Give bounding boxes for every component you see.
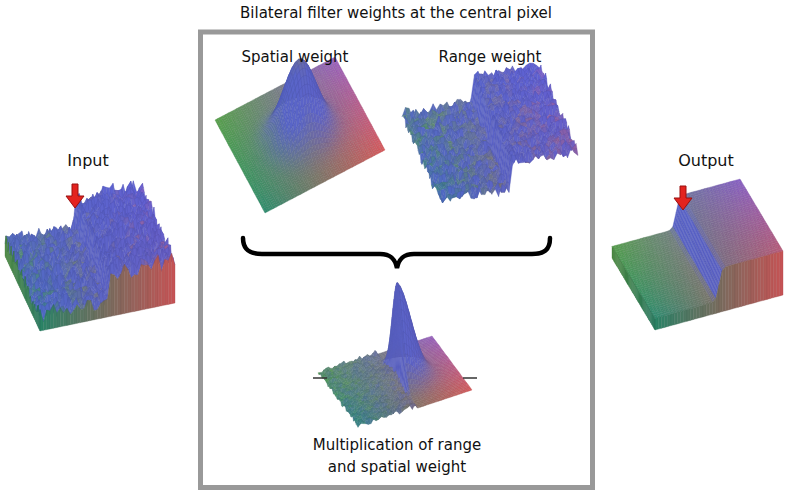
surface-facet [87,300,90,321]
surface-facet [111,274,114,317]
surface-facet [124,265,127,314]
surface-facet [168,254,171,305]
surface-facet [141,265,144,310]
surface-facet [114,275,117,316]
surface-facet [145,265,148,309]
surface-facet [118,274,121,315]
surface-facet [39,310,40,331]
input-surface [5,181,175,331]
surface-facet [131,275,134,312]
surface-facet [165,260,168,306]
surface-facet [172,254,175,304]
output-surface [612,179,783,330]
surface-facet [81,309,84,323]
surface-facet [104,299,107,318]
surface-facet [148,265,151,309]
surface-facet [155,256,158,308]
surface-facet [135,275,138,312]
surface-facet [47,310,50,330]
surface-facet [94,310,97,320]
surface-facet [101,301,104,319]
